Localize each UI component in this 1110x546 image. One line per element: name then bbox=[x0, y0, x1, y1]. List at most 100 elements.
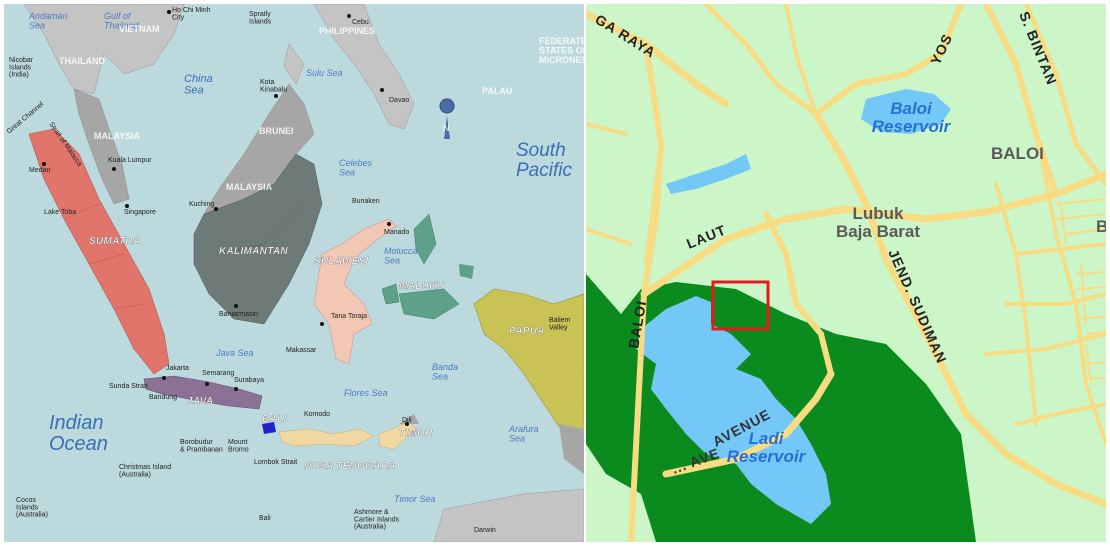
city-bali-small: Bali bbox=[259, 515, 271, 522]
region-sumatra: SUMATRA bbox=[89, 236, 140, 247]
kalimantan-land bbox=[193, 153, 323, 325]
city-davao: Davao bbox=[389, 97, 409, 104]
street-map-svg: GA RAYA YOS S. BINTAN LAUT BALOI JEND. S… bbox=[586, 4, 1106, 542]
sea-timor: Timor Sea bbox=[394, 494, 435, 504]
nusa-tenggara-land bbox=[278, 428, 375, 447]
city-banjarmasin: Banjarmasin bbox=[219, 311, 258, 318]
ladi-reservoir-water bbox=[636, 296, 831, 524]
country-malaysia-east: MALAYSIA bbox=[226, 182, 273, 192]
road-network bbox=[586, 4, 1106, 542]
sumatra-borders bbox=[63, 203, 145, 310]
region-nusa-tenggara: NUSA TENGGARA bbox=[304, 461, 396, 472]
compass-icon: N bbox=[439, 98, 455, 139]
kalimantan-borders bbox=[213, 203, 305, 255]
city-lombok-strait: Lombok Strait bbox=[254, 459, 297, 466]
country-palau: PALAU bbox=[482, 86, 512, 96]
city-dili: Dili bbox=[402, 417, 412, 424]
png-land bbox=[559, 424, 584, 474]
country-brunei: BRUNEI bbox=[259, 126, 294, 136]
city-ashmore: Ashmore &Cartier Islands(Australia) bbox=[354, 509, 400, 531]
city-kuala-lumpur: Kuala Lumpur bbox=[108, 157, 152, 164]
palawan-land bbox=[283, 43, 305, 85]
city-makassar: Makassar bbox=[286, 347, 317, 354]
selection-highlight-box[interactable] bbox=[711, 280, 770, 331]
sumatra-land bbox=[28, 128, 170, 375]
place-label-b-partial: B bbox=[1096, 217, 1106, 236]
region-timor: TIMOR bbox=[399, 428, 433, 439]
city-manado: Manado bbox=[384, 229, 409, 236]
place-label-baloi: BALOI bbox=[991, 144, 1044, 163]
sea-flores: Flores Sea bbox=[344, 388, 388, 398]
city-borobudur: Borobudur& Prambanan bbox=[180, 439, 223, 453]
city-semarang: Semarang bbox=[202, 370, 234, 377]
city-lake-toba: Lake Toba bbox=[44, 209, 76, 216]
city-sunda-strait: Sunda Strait bbox=[109, 383, 148, 390]
city-medan: Medan bbox=[29, 167, 51, 174]
halmahera-land bbox=[413, 213, 437, 265]
region-kalimantan: KALIMANTAN bbox=[219, 246, 288, 257]
baloi-reservoir-water bbox=[861, 89, 951, 134]
sea-java: Java Sea bbox=[215, 348, 254, 358]
city-darwin: Darwin bbox=[474, 527, 496, 534]
australia-land bbox=[433, 488, 584, 542]
country-thailand: THAILAND bbox=[59, 56, 105, 66]
region-java: JAVA bbox=[187, 396, 213, 407]
residential-grid bbox=[1055, 198, 1106, 385]
timor-leste-land bbox=[399, 414, 419, 424]
city-komodo: Komodo bbox=[304, 411, 330, 418]
philippines-land bbox=[313, 4, 415, 130]
city-cebu: Cebu bbox=[352, 19, 369, 26]
city-surabaya: Surabaya bbox=[234, 377, 264, 384]
sea-sulu: Sulu Sea bbox=[306, 68, 343, 78]
java-land bbox=[143, 375, 263, 410]
maluku-islet bbox=[459, 264, 474, 279]
batam-street-map[interactable]: GA RAYA YOS S. BINTAN LAUT BALOI JEND. S… bbox=[586, 4, 1106, 542]
city-christmas: Christmas Island(Australia) bbox=[119, 464, 171, 478]
city-kuching: Kuching bbox=[189, 201, 214, 208]
city-bandung: Bandung bbox=[149, 394, 177, 401]
bali-land bbox=[262, 422, 276, 434]
compass-north-label: N bbox=[443, 123, 450, 133]
city-bunaken: Bunaken bbox=[352, 198, 380, 205]
country-vietnam: VIETNAM bbox=[119, 24, 160, 34]
city-tana-toraja: Tana Toraja bbox=[331, 313, 367, 320]
sulawesi-land bbox=[313, 218, 397, 365]
seram-land bbox=[398, 288, 460, 320]
region-bali: BALI bbox=[262, 414, 287, 425]
indochina-land bbox=[23, 4, 185, 95]
region-sulawesi: SULAWESI bbox=[314, 256, 369, 267]
forest-area-west bbox=[586, 294, 611, 434]
small-pond-water bbox=[666, 154, 751, 194]
city-singapore: Singapore bbox=[124, 209, 156, 216]
region-maluku: MALUKU bbox=[399, 281, 445, 292]
city-jakarta: Jakarta bbox=[166, 365, 189, 372]
city-dots bbox=[42, 10, 409, 426]
country-micronesia: FEDERATEDSTATES OFMICRONESIA bbox=[539, 36, 584, 65]
malay-peninsula-land bbox=[73, 88, 130, 205]
country-malaysia-west: MALAYSIA bbox=[94, 131, 141, 141]
country-philippines: PHILIPPINES bbox=[319, 26, 375, 36]
buru-land bbox=[381, 283, 400, 305]
region-papua: PAPUA bbox=[509, 326, 545, 337]
